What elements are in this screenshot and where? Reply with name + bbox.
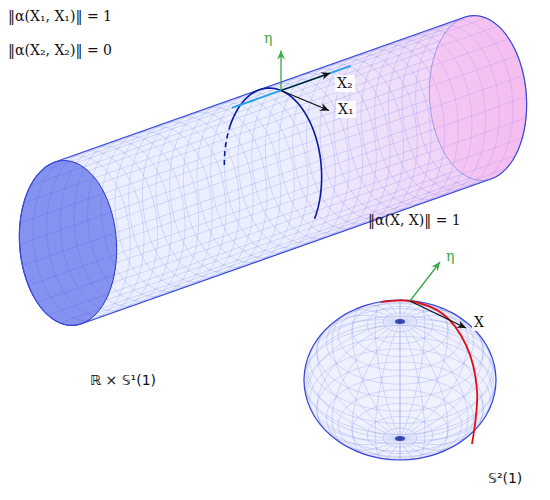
drawing-part [304,300,496,460]
drawing-part [142,117,239,282]
math-label: ‖α(X, X)‖ = 1 [366,212,463,229]
drawing-part [347,45,444,210]
drawing-part [304,300,496,460]
drawing-part [381,300,477,444]
drawing-part [410,262,440,301]
drawing-part [395,436,405,441]
math-label: X [472,314,486,331]
drawing-part [156,112,253,277]
drawing-part [106,155,516,300]
drawing-part [252,78,349,243]
drawing-part [224,88,321,253]
drawing-part [232,66,351,108]
drawing-part [352,321,400,455]
drawing-part [265,74,362,239]
math-label: ‖α(X₁, X₁)‖ = 1 [6,8,114,25]
math-label: η [262,30,274,47]
math-label: X₁ [336,101,356,118]
drawing-part [230,88,322,219]
drawing-part [224,126,230,165]
drawing-part [306,59,403,224]
drawing-part [129,122,226,287]
drawing-part [19,16,526,326]
drawing-part [400,321,493,440]
drawing-part [334,49,431,214]
drawing-part [304,300,496,460]
drawing-part [170,107,267,272]
drawing-part [429,16,526,181]
drawing-part [211,93,308,258]
math-label: η [444,248,456,265]
drawing-part [19,16,526,326]
drawing-part [281,91,329,111]
drawing-part [332,310,400,439]
drawing-part [400,321,483,444]
drawing-part [19,16,526,326]
drawing-part [429,16,526,181]
drawing-part [410,301,466,328]
drawing-part [19,161,116,326]
math-label: 𝕊²(1) [486,470,524,487]
drawing-part [395,319,405,324]
drawing-part [197,98,294,263]
drawing-part [281,51,466,329]
drawing-part [320,54,417,219]
math-label: ‖α(X₂, X₂)‖ = 0 [6,42,114,59]
drawing-part [19,16,526,326]
drawing-part [293,64,390,229]
drawing-part [101,132,198,297]
drawing-part [76,18,486,163]
drawing-part [19,161,116,326]
drawing-part [400,321,468,450]
drawing-part [96,169,506,314]
drawing-part [400,321,448,455]
drawing-part [281,73,330,90]
drawing-part [332,321,400,450]
drawing-part [279,69,376,234]
drawing-part [307,321,400,440]
math-label: X₂ [335,75,355,92]
drawing-part [183,103,280,268]
math-label: ℝ × 𝕊¹(1) [88,372,158,389]
drawing-part [317,321,400,444]
drawing-part [280,51,281,91]
drawing-part [115,127,212,292]
